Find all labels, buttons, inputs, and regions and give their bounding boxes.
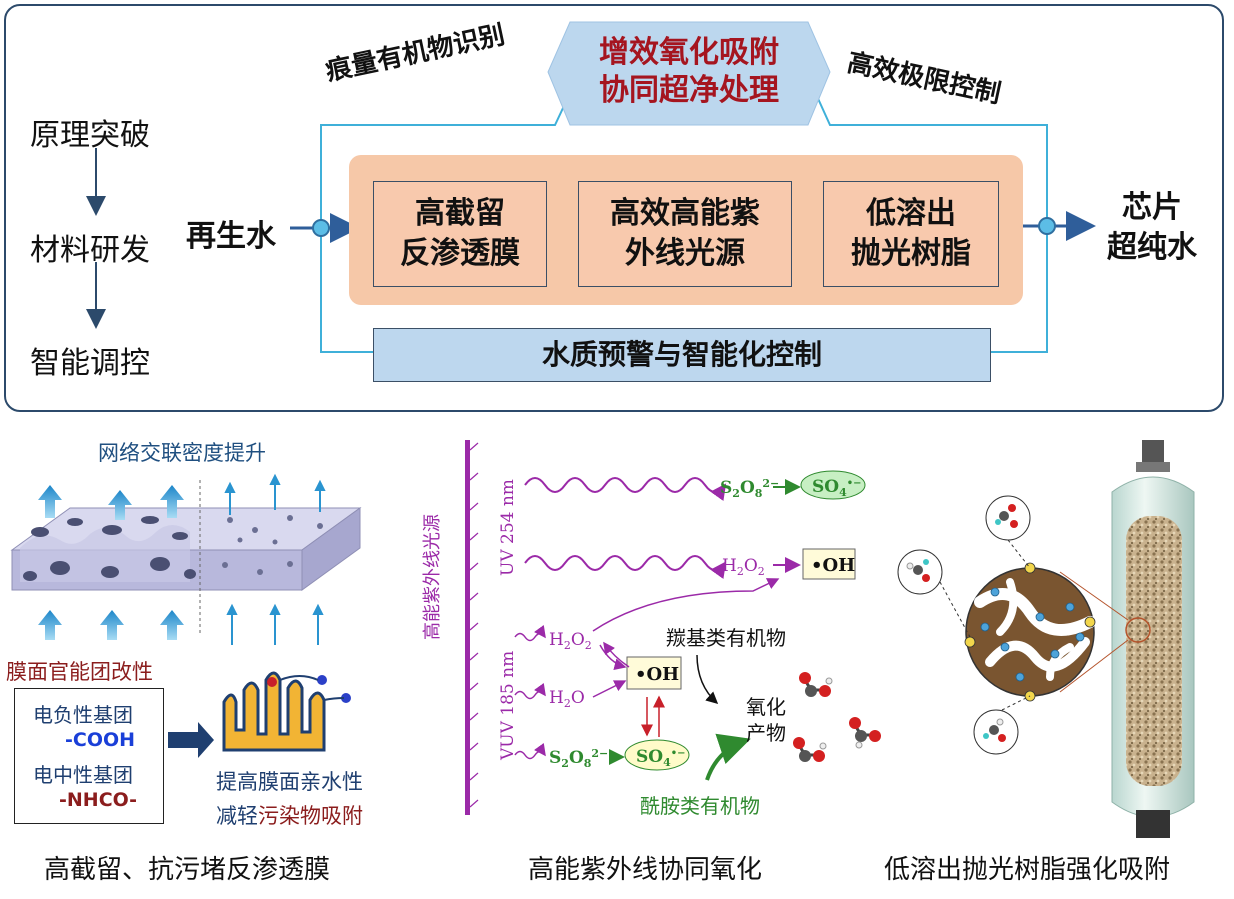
unit-polishing-resin: 低溶出抛光树脂	[823, 181, 999, 287]
crosslink-label: 网络交联密度提升	[98, 441, 266, 465]
svg-text:H2O2: H2O2	[549, 630, 592, 652]
svg-text:H2O2: H2O2	[722, 556, 765, 578]
output-label-line1: 芯片	[1122, 190, 1182, 225]
hexagon-label: 增效氧化吸附 协同超净处理	[560, 34, 818, 110]
benefit-adsorption: 减轻污染物吸附	[216, 804, 363, 828]
step-control: 智能调控	[30, 346, 150, 381]
uv-source-label: 高能紫外线光源	[422, 514, 443, 640]
step-material: 材料研发	[30, 233, 150, 268]
control-bar: 水质预警与智能化控制	[373, 328, 991, 382]
svg-text:H2O: H2O	[549, 688, 585, 710]
loop-bottom-right	[991, 228, 1048, 353]
neg-group-label: 电负性基团	[33, 703, 133, 727]
uv-oxidation-diagram: S2O82− SO4•− H2O2 •OH H2O2 H2O S2O82− •O…	[465, 440, 881, 815]
unit-ro-membrane: 高截留反渗透膜	[373, 181, 547, 287]
resin-illustration	[897, 440, 1195, 838]
step-principle: 原理突破	[30, 118, 150, 153]
hexagon-line2: 协同超净处理	[599, 73, 779, 108]
caption-uv: 高能紫外线协同氧化	[528, 855, 763, 885]
membrane-illustration	[10, 473, 362, 645]
svg-text:•OH: •OH	[635, 664, 679, 685]
uv254-label: UV 254 nm	[498, 479, 518, 576]
process-flow-lines	[86, 21, 1096, 353]
input-node	[312, 219, 330, 237]
neu-group-label: 电中性基团	[33, 763, 133, 787]
unit-uv-source: 高效高能紫外线光源	[578, 181, 792, 287]
loop-bottom-left	[320, 228, 373, 353]
hexagon-line1: 增效氧化吸附	[599, 35, 779, 70]
hexagon-shape	[547, 21, 831, 126]
amide-label: 酰胺类有机物	[640, 794, 760, 818]
caption-resin: 低溶出抛光树脂强化吸附	[884, 855, 1171, 885]
functional-group-box: 电负性基团 -COOH 电中性基团 -NHCO-	[14, 688, 164, 824]
output-node	[1038, 217, 1056, 235]
vuv185-label: VUV 185 nm	[498, 650, 518, 760]
carbonyl-label: 羰基类有机物	[666, 626, 786, 650]
svg-text:•OH: •OH	[811, 555, 855, 576]
output-label-line2: 超纯水	[1107, 230, 1197, 265]
input-label: 再生水	[186, 219, 276, 254]
neg-formula: -COOH	[65, 729, 136, 751]
output-label: 芯片 超纯水	[1092, 188, 1212, 268]
svg-text:S2O82−: S2O82−	[549, 747, 608, 770]
modification-title: 膜面官能团改性	[6, 660, 153, 684]
svg-text:S2O82−: S2O82−	[720, 477, 779, 500]
neu-formula: -NHCO-	[59, 789, 138, 811]
benefit-hydrophilicity: 提高膜面亲水性	[216, 770, 363, 794]
caption-membrane: 高截留、抗污堵反渗透膜	[44, 855, 331, 885]
oxidation-product-label: 氧化 产物	[746, 695, 786, 745]
surface-modification-illustration	[168, 671, 351, 758]
